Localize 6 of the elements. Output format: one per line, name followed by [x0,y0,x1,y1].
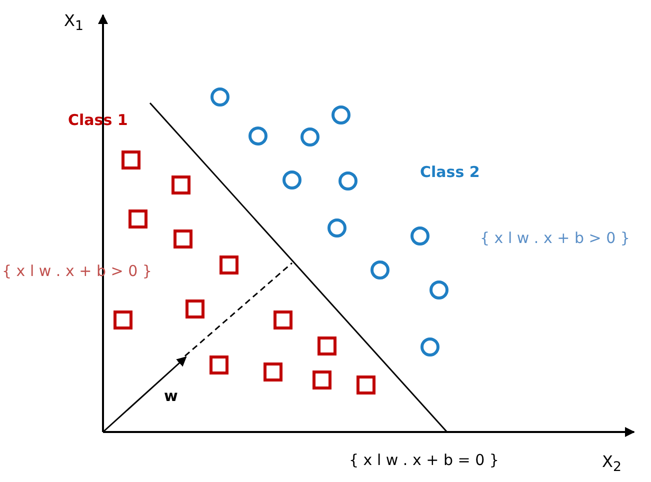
axis-label: X$_{2}$ [602,453,622,478]
vector-label: w [164,387,178,405]
class-label: Class 2 [420,163,480,181]
axis-label: X$_{1}$ [64,12,84,36]
set-formula: { x l w . x + b = 0 } [349,451,499,469]
set-formula: { x l w . x + b > 0 } [480,229,630,247]
